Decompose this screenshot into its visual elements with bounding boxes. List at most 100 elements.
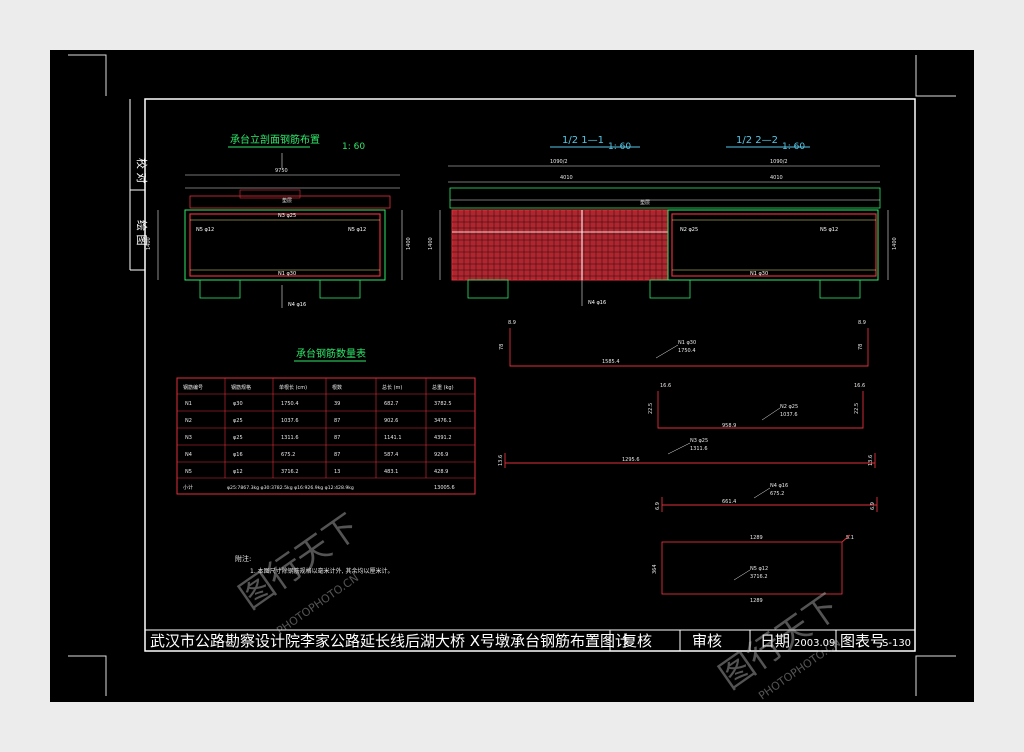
n3-side-right: 13.6 [868, 455, 874, 466]
n5-label: N5 φ12 [750, 566, 768, 572]
n5-bottom: 1289 [750, 598, 763, 604]
n4-side-left: 6.9 [655, 502, 661, 510]
sec-dim-span-1: 4010 [560, 175, 573, 181]
n3-label: N3 φ25 [690, 438, 708, 444]
table-total-weight: 13005.6 [434, 485, 455, 491]
table-cell: 87 [334, 418, 340, 424]
table-header-cell: 总重 (kg) [432, 384, 454, 391]
table-cell: 483.1 [384, 469, 398, 475]
n2-label: N2 φ25 [780, 404, 798, 410]
table-cell: 1037.6 [281, 418, 299, 424]
table-total-specs: φ25:7867.3kg φ30:3782.5kg φ16:926.9kg φ1… [227, 485, 354, 491]
title-block: 武汉市公路勘察设计院 李家公路延长线后湖大桥 X号墩承台钢筋布置图计 复核 审核… [145, 629, 915, 651]
n3-straight: 1295.6 [622, 457, 640, 463]
elev-dim-height-right: 1400 [406, 237, 412, 250]
section1-title: 1/2 1—1 [562, 135, 604, 146]
n2-hook-left: 16.6 [660, 383, 671, 389]
section2-title: 1/2 2—2 [736, 135, 778, 146]
bar-shapes [504, 328, 878, 595]
elev-mark-n3-top: N3 φ25 [278, 213, 296, 219]
footer-project: 武汉市公路勘察设计院 [150, 632, 300, 650]
sec-dim-half-1: 1090/2 [550, 159, 568, 165]
n1-hook-right: 8.9 [858, 320, 866, 326]
n2-hook-right: 16.6 [854, 383, 865, 389]
elevation-title: 承台立剖面钢筋布置 [230, 133, 320, 146]
drawing-sheet: 校 对 绘 图 承台立剖面钢筋布置 1: 60 9750 垫层 N3 φ25 N… [50, 50, 974, 702]
footer-sheet-label: 图表号 [840, 632, 885, 650]
n2-leg-right: 22.5 [854, 403, 860, 414]
table-cell: N5 [185, 469, 192, 475]
sec-mark-n2: N2 φ25 [680, 227, 698, 233]
footer-approve: 审核 [692, 632, 722, 650]
watermark-text-1: 图行天下 [232, 507, 366, 618]
table-header-cell: 单根长 (cm) [279, 384, 307, 391]
sec-mark-n4: N4 φ16 [588, 300, 606, 306]
elev-mark-n5-right: N5 φ12 [348, 227, 366, 233]
notes-line-1: 1. 本图尺寸除钢筋规格以毫米计外, 其余均以厘米计。 [250, 567, 393, 575]
elev-mark-n5-left: N5 φ12 [196, 227, 214, 233]
n4-length: 675.2 [770, 491, 784, 497]
corner-marks [68, 54, 956, 696]
n4-label: N4 φ16 [770, 483, 788, 489]
n1-length: 1750.4 [678, 348, 696, 354]
n2-leg: 22.5 [648, 403, 654, 414]
table-cell: N2 [185, 418, 192, 424]
bar-schedule-table: 承台钢筋数量表 钢筋编号 钢筋规格 单根长 (cm) 根数 总长 (m) 总重 (kg) N… [176, 347, 476, 495]
table-cell: 39 [334, 401, 340, 407]
table-cell: 902.6 [384, 418, 398, 424]
sec-dim-half-2: 1090/2 [770, 159, 788, 165]
table-cell: φ16 [233, 452, 243, 458]
n2-length: 1037.6 [780, 412, 798, 418]
table-header-cell: 总长 (m) [382, 384, 402, 391]
n5-corner: 5.1 [846, 535, 854, 541]
n5-length: 3716.2 [750, 574, 768, 580]
table-total-label: 小计 [183, 484, 193, 491]
elev-dim-height-left: 1400 [146, 237, 152, 250]
side-label-check: 校 对 [135, 158, 149, 184]
table-cell: 87 [334, 435, 340, 441]
sec-dim-height-left: 1400 [428, 237, 434, 250]
table-cell: φ25 [233, 435, 243, 441]
footer-review: 复核 [622, 632, 652, 650]
sec-dim-height-right: 1400 [892, 237, 898, 250]
table-cell: N4 [185, 452, 192, 458]
table-header-cell: 根数 [332, 384, 342, 391]
table-cell: 682.7 [384, 401, 398, 407]
sec-mark-n1: N1 φ30 [750, 271, 768, 277]
bar-shape-labels [655, 344, 781, 581]
n1-label: N1 φ30 [678, 340, 696, 346]
n1-straight: 1585.4 [602, 359, 620, 365]
side-label-draw: 绘 图 [135, 220, 149, 246]
table-cell: 3716.2 [281, 469, 299, 475]
elevation-scale: 1: 60 [342, 142, 365, 152]
table-header-cell: 钢筋编号 [183, 384, 203, 391]
footer-date-value: 2003.09 [794, 638, 835, 649]
table-cell: φ12 [233, 469, 243, 475]
bar-table-title: 承台钢筋数量表 [296, 347, 366, 360]
elev-mark-n1-bottom: N1 φ30 [278, 271, 296, 277]
table-cell: 3782.5 [434, 401, 452, 407]
n5-height: 364 [652, 564, 658, 574]
elev-dim-top: 9750 [275, 168, 288, 174]
n1-hook-left: 8.9 [508, 320, 516, 326]
table-cell: 3476.1 [434, 418, 452, 424]
sec-dim-span-2: 4010 [770, 175, 783, 181]
drawing-frame [144, 98, 916, 652]
elev-cushion: 垫层 [282, 197, 292, 204]
table-header-cell: 钢筋规格 [231, 384, 251, 391]
table-cell: 1311.6 [281, 435, 299, 441]
table-cell: 1141.1 [384, 435, 402, 441]
table-cell: 1750.4 [281, 401, 299, 407]
n1-leg-right: 78 [858, 344, 864, 350]
n4-side-right: 6.9 [870, 502, 876, 510]
footer-date-label: 日期 [760, 632, 790, 650]
n2-straight: 958.9 [722, 423, 736, 429]
table-cell: 87 [334, 452, 340, 458]
n5-top: 1289 [750, 535, 763, 541]
cad-drawing: 校 对 绘 图 承台立剖面钢筋布置 1: 60 9750 垫层 N3 φ25 N… [68, 54, 956, 702]
sec-cushion: 垫层 [640, 199, 650, 206]
table-cell: φ30 [233, 401, 243, 407]
table-cell: φ25 [233, 418, 243, 424]
notes-title: 附注: [235, 554, 251, 563]
table-cell: 13 [334, 469, 340, 475]
